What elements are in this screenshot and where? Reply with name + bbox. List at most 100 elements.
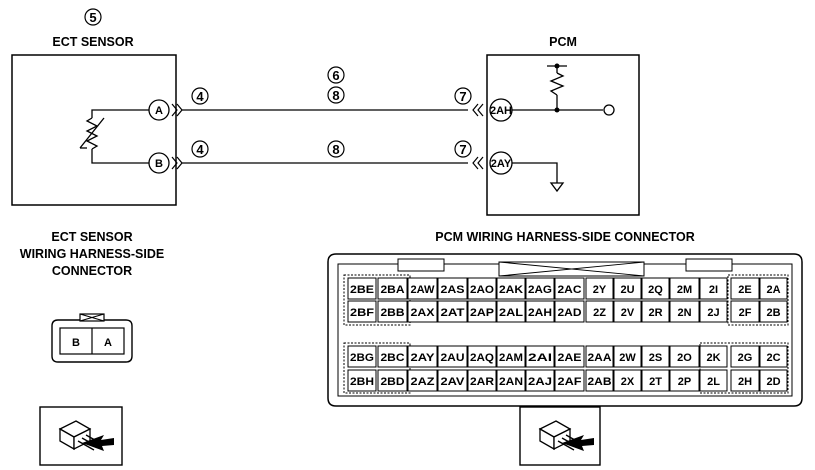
pin-label: 2AU	[441, 352, 465, 364]
pin-label: 2F	[739, 307, 752, 319]
pin-label: 2AJ	[528, 376, 552, 388]
pin-cell	[585, 277, 614, 300]
pin-label: 2E	[738, 284, 751, 296]
pin-label: 2V	[621, 307, 635, 319]
pin-label: 2AK	[499, 284, 523, 296]
pin-label: 2AW	[411, 284, 436, 296]
pin-cell	[585, 345, 614, 368]
pin-cell	[669, 277, 700, 300]
pcm-pin-2ay-label: 2AY	[491, 158, 512, 170]
pin-label: 2L	[707, 376, 720, 388]
callout-7-upper-label: 7	[459, 89, 466, 104]
pin-label: 2Y	[593, 284, 607, 296]
pin-cell	[730, 345, 760, 368]
pin-label: 2O	[677, 352, 692, 364]
pin-label: 2AO	[470, 284, 494, 296]
pin-label: 2G	[738, 352, 753, 364]
thermistor-icon	[79, 109, 150, 164]
pin-cell	[641, 369, 670, 392]
pin-cell	[613, 369, 642, 392]
pin-label: 2AL	[499, 307, 523, 319]
ect-pin-a-circle	[148, 99, 170, 121]
callout-8-lower-label: 8	[332, 142, 339, 157]
pin-label: 2BF	[350, 307, 374, 319]
pin-label: 2H	[738, 376, 752, 388]
pin-label: 2S	[649, 352, 662, 364]
pin-label: 2AH	[528, 307, 552, 319]
pin-label: 2N	[677, 307, 691, 319]
pin-cell	[699, 300, 728, 323]
pin-cell	[407, 369, 438, 392]
pin-cell	[613, 345, 642, 368]
pin-cell	[496, 300, 526, 323]
pin-label: 2AI	[528, 352, 552, 364]
pin-label: 2AS	[441, 284, 465, 296]
pin-cell	[585, 369, 614, 392]
pin-label: 2AN	[499, 376, 523, 388]
pin-cell	[730, 300, 760, 323]
ect-connector-pin-a: A	[104, 337, 112, 349]
pin-cell	[554, 369, 585, 392]
pin-label: 2P	[678, 376, 691, 388]
callout-4-lower-label: 4	[196, 142, 204, 157]
pin-cell	[641, 345, 670, 368]
pin-cell	[407, 345, 438, 368]
callout-7-lower-circle	[454, 140, 472, 158]
pin-label: 2BH	[350, 376, 374, 388]
pin-cell	[437, 300, 468, 323]
callout-4-lower-circle	[191, 140, 209, 158]
pin-label: 2D	[766, 376, 780, 388]
pin-cell	[347, 345, 377, 368]
pin-label: 2AE	[558, 352, 582, 364]
pin-cell	[525, 277, 555, 300]
pin-cell	[467, 345, 497, 368]
pin-cell	[525, 345, 555, 368]
pin-label: 2BC	[381, 352, 405, 364]
pin-cell	[641, 300, 670, 323]
callout-4-upper-label: 4	[196, 89, 204, 104]
pin-cell	[759, 300, 788, 323]
callout-8-lower-circle	[327, 140, 345, 158]
pin-cell	[641, 277, 670, 300]
pcm-connector-title: PCM WIRING HARNESS-SIDE CONNECTOR	[435, 230, 695, 244]
pin-cell	[699, 369, 728, 392]
pin-label: 2AZ	[411, 376, 435, 388]
pin-cell	[407, 277, 438, 300]
junction-dot	[554, 107, 560, 113]
pin-cell	[730, 369, 760, 392]
pin-label: 2U	[620, 284, 634, 296]
ect-pin-b-label: B	[155, 158, 163, 170]
pin-cell	[437, 345, 468, 368]
pin-cell	[496, 345, 526, 368]
pin-label: 2BB	[381, 307, 405, 319]
pin-cell	[525, 300, 555, 323]
junction-dot	[554, 63, 560, 69]
pin-cell	[347, 277, 377, 300]
pin-label: 2R	[648, 307, 662, 319]
pin-cell	[759, 277, 788, 300]
pin-cell	[496, 369, 526, 392]
pin-label: 2AB	[588, 376, 612, 388]
ect-pin-b-circle	[148, 152, 170, 174]
ect-connector-label-line-1: ECT SENSOR	[51, 230, 132, 244]
ect-connector-label-line-2: WIRING HARNESS-SIDE	[20, 247, 164, 261]
pin-cell	[377, 300, 408, 323]
pin-label: 2AV	[441, 376, 466, 388]
callout-7-upper-circle	[454, 87, 472, 105]
callout-4-upper-circle	[191, 87, 209, 105]
pin-cell	[585, 300, 614, 323]
ect-connector-pin-b: B	[72, 337, 80, 349]
ect-sensor-title: ECT SENSOR	[52, 35, 133, 49]
callout-6-label: 6	[332, 68, 339, 83]
ect-connector-label-line-3: CONNECTOR	[52, 264, 132, 278]
pin-cell	[669, 345, 700, 368]
pin-label: 2B	[766, 307, 780, 319]
callout-7-lower-label: 7	[459, 142, 466, 157]
pin-cell	[699, 277, 728, 300]
pcm-title: PCM	[549, 35, 577, 49]
callout-8-upper-label: 8	[332, 88, 339, 103]
pin-label: 2K	[706, 352, 720, 364]
connector-chevron-icon	[472, 103, 484, 170]
